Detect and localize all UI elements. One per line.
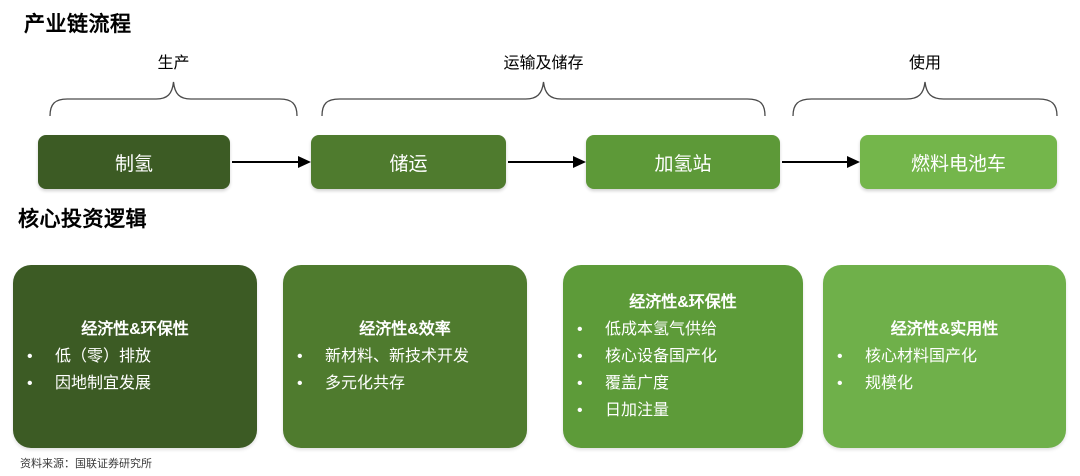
brace-icon (50, 82, 297, 116)
card-hydrogen-production-logic: 经济性&环保性 低（零）排放 因地制宜发展 (13, 265, 257, 448)
flow-node-label: 燃料电池车 (910, 153, 1006, 175)
arrow-right-icon (232, 156, 311, 168)
card-bullet: 多元化共存 (295, 370, 515, 397)
stage-transport-storage: 运输及储存 (322, 52, 765, 116)
flow-node-label: 加氢站 (654, 153, 712, 175)
card-bullet: 低成本氢气供给 (575, 316, 791, 343)
card-title: 经济性&环保性 (81, 320, 189, 338)
flow-node-label: 制氢 (114, 153, 153, 175)
card-refueling-station-logic: 经济性&环保性 低成本氢气供给 核心设备国产化 覆盖广度 日加注量 (563, 265, 803, 448)
card-bullet-list: 新材料、新技术开发 多元化共存 (295, 343, 515, 397)
flow-node-label: 储运 (389, 153, 428, 175)
brace-icon (793, 82, 1057, 116)
flow-node-refueling-station: 加氢站 (586, 135, 780, 189)
card-fuel-cell-vehicle-logic: 经济性&实用性 核心材料国产化 规模化 (823, 265, 1066, 448)
arrow-right-icon (508, 156, 586, 168)
flow-node-fuel-cell-vehicle: 燃料电池车 (860, 135, 1057, 189)
arrow-right-icon (782, 156, 860, 168)
brace-icon (322, 82, 765, 116)
card-bullet: 核心材料国产化 (835, 343, 1054, 370)
card-bullet: 因地制宜发展 (25, 370, 245, 397)
card-storage-transport-logic: 经济性&效率 新材料、新技术开发 多元化共存 (283, 265, 527, 448)
section2-title: 核心投资逻辑 (18, 208, 147, 231)
card-bullet: 新材料、新技术开发 (295, 343, 515, 370)
flow-node-storage-transport: 储运 (311, 135, 506, 189)
card-title: 经济性&效率 (359, 320, 451, 338)
card-bullet-list: 低（零）排放 因地制宜发展 (25, 343, 245, 397)
section1-title: 产业链流程 (24, 13, 132, 36)
card-bullet: 核心设备国产化 (575, 343, 791, 370)
card-bullet: 低（零）排放 (25, 343, 245, 370)
stage-label-production: 生产 (157, 55, 190, 72)
card-bullet-list: 核心材料国产化 规模化 (835, 343, 1054, 397)
flow-node-hydrogen-production: 制氢 (38, 135, 230, 189)
stage-label-transport-storage: 运输及储存 (503, 55, 584, 72)
card-title: 经济性&环保性 (629, 293, 737, 311)
stage-use: 使用 (793, 52, 1057, 116)
card-bullet-list: 低成本氢气供给 核心设备国产化 覆盖广度 日加注量 (575, 316, 791, 424)
card-bullet: 覆盖广度 (575, 370, 791, 397)
stage-label-use: 使用 (908, 55, 941, 72)
card-bullet: 规模化 (835, 370, 1054, 397)
card-bullet: 日加注量 (575, 397, 791, 424)
stage-production: 生产 (50, 52, 297, 116)
source-note: 资料来源：国联证券研究所 (20, 458, 152, 470)
card-title: 经济性&实用性 (890, 320, 999, 338)
